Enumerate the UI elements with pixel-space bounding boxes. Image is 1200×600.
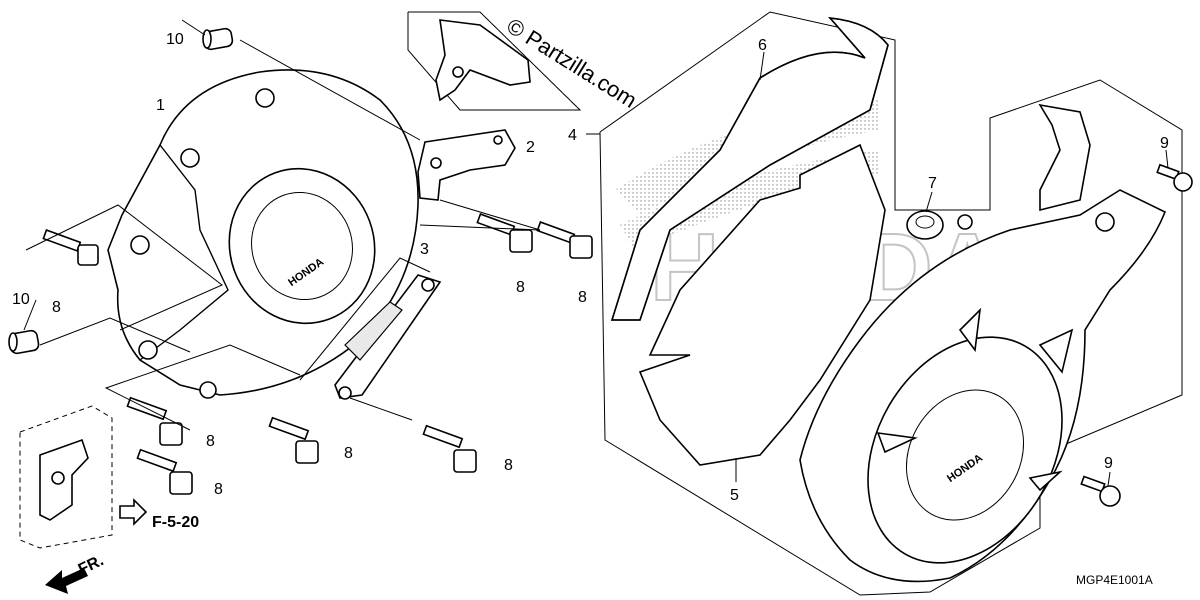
callout-8-left[interactable]: 8 xyxy=(52,299,61,316)
bracket-part-2 xyxy=(417,129,516,201)
flange-bolt-8g xyxy=(422,424,477,473)
callout-1[interactable]: 1 xyxy=(156,97,165,114)
callout-6[interactable]: 6 xyxy=(758,37,767,54)
outer-cover-part-4: HONDA xyxy=(799,103,1167,583)
bracket-part-3 xyxy=(334,274,442,400)
flange-bolt-8a xyxy=(42,229,99,266)
callout-8-lower-b[interactable]: 8 xyxy=(344,445,353,462)
generator-cover-part-1: HONDA xyxy=(107,69,419,399)
bracket-detail-inset xyxy=(407,11,582,111)
dowel-pin-left xyxy=(8,329,40,355)
insulator-sheet-part-5 xyxy=(638,143,886,466)
flange-bolt-8c xyxy=(536,221,593,259)
callout-8-lower-c[interactable]: 8 xyxy=(214,481,223,498)
flange-bolt-8b xyxy=(476,213,533,253)
socket-bolt-9b xyxy=(1080,475,1121,507)
right-assembly-leader-lines xyxy=(586,51,1169,487)
callout-8-lower-a[interactable]: 8 xyxy=(206,433,215,450)
reference-arrow-icon xyxy=(119,498,148,526)
gasket-sheet-part-6 xyxy=(610,17,889,321)
grommet-part-7 xyxy=(906,210,944,240)
callout-10-left[interactable]: 10 xyxy=(12,291,30,308)
diagram-code: MGP4E1001A xyxy=(1076,573,1153,587)
flange-bolt-8f xyxy=(136,448,193,495)
front-direction-arrow-icon xyxy=(45,568,88,594)
callout-5[interactable]: 5 xyxy=(730,487,739,504)
callout-3[interactable]: 3 xyxy=(420,241,429,258)
callout-8-center-b[interactable]: 8 xyxy=(578,289,587,306)
flange-bolt-8e xyxy=(268,416,319,464)
callout-2[interactable]: 2 xyxy=(526,139,535,156)
dowel-pin-top xyxy=(202,27,234,51)
front-direction-label: FR. xyxy=(76,552,107,578)
socket-bolt-9a xyxy=(1156,163,1193,192)
callout-8-center-a[interactable]: 8 xyxy=(516,279,525,296)
callout-10-top[interactable]: 10 xyxy=(166,31,184,48)
callout-9-top[interactable]: 9 xyxy=(1160,135,1169,152)
callout-9-bottom[interactable]: 9 xyxy=(1104,455,1113,472)
reference-label[interactable]: F-5-20 xyxy=(152,514,199,531)
reference-dashed-box xyxy=(19,405,113,549)
callout-7[interactable]: 7 xyxy=(928,175,937,192)
left-assembly-guide-lines xyxy=(23,19,541,431)
right-assembly-frame xyxy=(599,11,1183,596)
callout-4[interactable]: 4 xyxy=(568,127,577,144)
callout-8-lower-d[interactable]: 8 xyxy=(504,457,513,474)
